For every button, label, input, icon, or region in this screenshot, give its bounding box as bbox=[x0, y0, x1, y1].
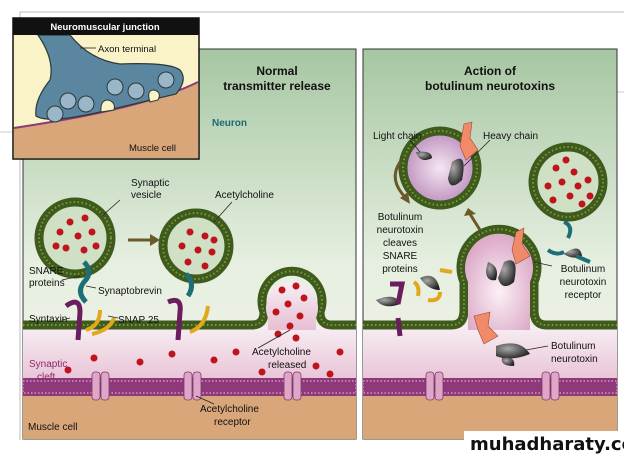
arrow-icon bbox=[468, 213, 482, 231]
inset-muscle-cell-label: Muscle cell bbox=[129, 143, 176, 154]
toxin-label: neurotoxin bbox=[551, 354, 598, 365]
syntaxin-protein bbox=[167, 297, 183, 341]
ach-receptor-label: Acetylcholine bbox=[200, 404, 259, 415]
botulinum-title: Action of bbox=[464, 64, 517, 78]
light-chain-label: Light chain bbox=[373, 131, 421, 142]
cleaves-label: Botulinum bbox=[378, 212, 422, 223]
synaptic-vesicle-label: vesicle bbox=[131, 190, 162, 201]
synaptic-cleft-label: Synaptic bbox=[29, 359, 67, 370]
cleaves-label: cleaves bbox=[383, 238, 417, 249]
synaptic-vesicle-label: Synaptic bbox=[131, 178, 169, 189]
cleaved-syntaxin bbox=[390, 281, 406, 337]
syntaxin-protein bbox=[64, 299, 83, 341]
botulinum-title: botulinum neurotoxins bbox=[425, 79, 555, 93]
botulinum-action-panel: Action of botulinum neurotoxins Light ch… bbox=[362, 48, 618, 440]
toxin-label: Botulinum bbox=[551, 341, 595, 352]
ach-released-label: released bbox=[268, 360, 306, 371]
botulinum-toxin bbox=[376, 121, 582, 366]
axon-terminal-label: Axon terminal bbox=[98, 44, 156, 55]
cleaves-label: proteins bbox=[382, 264, 418, 275]
normal-title: Normal bbox=[256, 64, 297, 78]
receptor-label: receptor bbox=[565, 290, 602, 301]
botulinum-receptor bbox=[546, 220, 591, 264]
heavy-chain-label: Heavy chain bbox=[483, 131, 538, 142]
ach-receptor-label: receptor bbox=[214, 417, 251, 428]
normal-title: transmitter release bbox=[223, 79, 331, 93]
snap25-label: SNAP 25 bbox=[118, 315, 159, 326]
synaptobrevin-protein bbox=[184, 272, 194, 298]
acetylcholine-molecules bbox=[544, 156, 594, 208]
snap25-protein bbox=[85, 309, 116, 336]
neuromuscular-junction-inset: Neuromuscular junction Axon terminal Mus… bbox=[12, 17, 200, 160]
acetylcholine-receptor bbox=[91, 371, 302, 401]
acetylcholine-molecules bbox=[52, 214, 344, 378]
snap25-protein bbox=[189, 305, 210, 334]
arrow-icon bbox=[393, 161, 408, 200]
watermark: muhadharaty.com bbox=[470, 434, 624, 454]
synaptic-cleft-label: cleft bbox=[37, 372, 56, 383]
synaptobrevin-protein bbox=[78, 260, 92, 304]
syntaxin-label: Syntaxin bbox=[29, 314, 67, 325]
synaptobrevin-label: Synaptobrevin bbox=[98, 286, 162, 297]
neuron-label: Neuron bbox=[212, 118, 247, 129]
snare-label: proteins bbox=[29, 278, 65, 289]
acetylcholine-label: Acetylcholine bbox=[215, 190, 274, 201]
cleaves-label: SNARE bbox=[383, 251, 418, 262]
cleaves-label: neurotoxin bbox=[377, 225, 424, 236]
acetylcholine-receptor bbox=[425, 371, 560, 401]
receptor-label: neurotoxin bbox=[560, 277, 607, 288]
muscle-cell-label: Muscle cell bbox=[28, 422, 77, 433]
cleaved-snap25 bbox=[412, 268, 453, 303]
receptor-label: Botulinum bbox=[561, 264, 605, 275]
snare-label: SNARE bbox=[29, 266, 64, 277]
ach-released-label: Acetylcholine bbox=[252, 347, 311, 358]
inset-title: Neuromuscular junction bbox=[50, 22, 159, 33]
